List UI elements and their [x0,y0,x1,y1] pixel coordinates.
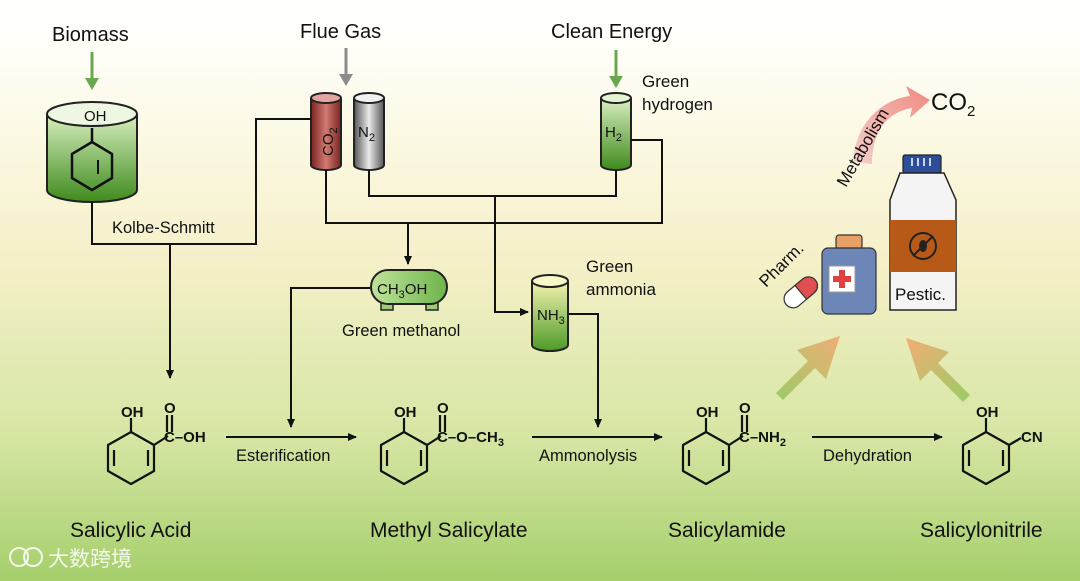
co2-cylinder: CO2 [310,92,342,171]
flue-gas-arrow [339,48,353,86]
svg-text:NH3: NH3 [537,307,565,327]
svg-text:C–OH: C–OH [164,429,206,446]
h2-cylinder-label: H [605,124,616,141]
n2-cylinder: N2 [353,92,385,171]
n2-cylinder-label: N [358,124,369,141]
nh3-label: NH [537,307,559,324]
phenol-oh-label: OH [84,108,107,125]
biomass-label: Biomass [52,24,129,46]
green-ammonia-label-1: Green [586,257,633,276]
svg-text:CO2: CO2 [320,127,340,156]
up-arrow-left [776,336,840,400]
svg-text:O: O [437,400,449,417]
salicylic-acid-structure: OH O C–OH [106,400,206,486]
green-ammonia-label-2: ammonia [586,280,656,299]
green-hydrogen-label-1: Green [642,72,689,91]
clean-energy-arrow [609,50,623,88]
pestic-label: Pestic. [895,285,946,304]
ch3oh-label: CH [377,281,399,298]
svg-text:OH: OH [976,404,999,421]
ammonia-cylinder: NH3 [531,274,569,352]
pill-capsule-icon [783,276,819,309]
ammonolysis-label: Ammonolysis [539,447,637,465]
salicylamide-name: Salicylamide [668,519,786,542]
svg-text:O: O [739,400,751,417]
svg-text:CH3OH: CH3OH [377,281,427,301]
svg-text:CO2: CO2 [931,89,975,120]
svg-text:OH: OH [394,404,417,421]
connection-lines: Kolbe-Schmitt [91,118,663,428]
svg-text:OH: OH [121,404,144,421]
svg-text:OH: OH [696,404,719,421]
metabolism-arrow [853,86,930,164]
pesticide-bottle-icon [889,154,957,311]
flue-gas-label: Flue Gas [300,21,381,43]
svg-text:N2: N2 [358,124,375,144]
dehydration-label: Dehydration [823,447,912,465]
h2-cylinder: H2 [600,92,632,171]
salicylonitrile-structure: OH CN [961,404,1043,486]
svg-text:CN: CN [1021,429,1043,446]
methyl-salicylate-structure: OH O C–O–CH3 [379,400,504,486]
svg-text:O: O [164,400,176,417]
green-hydrogen-label-2: hydrogen [642,95,713,114]
salicylonitrile-name: Salicylonitrile [920,519,1043,542]
phenol-cylinder: OH [46,101,138,203]
salicylic-acid-name: Salicylic Acid [70,519,191,542]
salicylamide-structure: OH O C–NH2 [681,400,786,486]
svg-text:C–NH2: C–NH2 [739,429,786,449]
green-methanol-label: Green methanol [342,322,460,340]
biomass-arrow [85,52,99,90]
kolbe-schmitt-label: Kolbe-Schmitt [112,219,215,237]
up-arrow-right [906,338,970,402]
methanol-tank: CH3OH [370,269,448,311]
watermark-text: 大数跨境 [48,548,132,571]
pharm-bottle-icon [821,234,877,315]
esterification-label: Esterification [236,447,330,465]
benzene-ring-icon [70,140,114,192]
svg-text:C–O–CH3: C–O–CH3 [437,429,504,449]
methyl-salicylate-name: Methyl Salicylate [370,519,528,542]
reaction-arrows: Esterification Ammonolysis Dehydration [226,433,943,465]
watermark: 大数跨境 [9,547,132,571]
co2-cylinder-label: CO [320,134,337,157]
co2-output-label: CO [931,89,967,116]
svg-text:H2: H2 [605,124,622,144]
clean-energy-label: Clean Energy [551,21,672,43]
